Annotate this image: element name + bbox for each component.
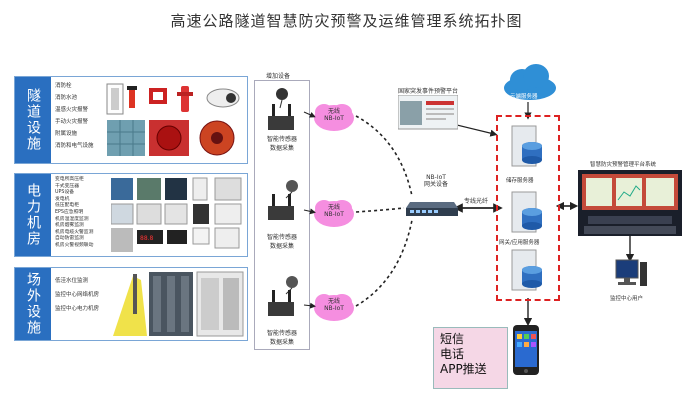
notify-app-push: APP推送 <box>440 362 487 376</box>
wireless-cloud-1: 无线 NB-IoT <box>312 100 356 134</box>
list-item: 低洼水位监测 <box>55 278 89 284</box>
cloud-server-label: 云端服务器 <box>510 94 538 100</box>
list-item: 变电所高压柜 <box>55 177 84 182</box>
sensor-device-2 <box>268 180 298 220</box>
cloud-icon <box>314 104 354 131</box>
wireless-label: 无线 NB-IoT <box>324 298 344 312</box>
list-item: 温感火灾报警 <box>55 107 89 113</box>
list-item: 机房烟雾监测 <box>55 223 84 229</box>
device-caption: 智能传感器 数据采集 <box>266 136 297 152</box>
list-item: 低压配电柜 <box>55 203 79 209</box>
category-tunnel-facilities: 隧道设施 消防栓 消防水池 温感火灾报警 手动火灾报警 附属设施 消防和电气设施 <box>14 76 248 164</box>
cloud-icon <box>314 200 354 227</box>
notify-sms: 短信 <box>440 332 465 346</box>
storage-server-label: 储存服务器 <box>506 178 534 184</box>
list-item: 机房火警视频联动 <box>55 242 94 248</box>
server-group-box <box>496 115 560 301</box>
list-item: 机房温湿度监测 <box>55 216 89 222</box>
monitor-user-label: 监控中心用户 <box>610 296 644 302</box>
list-item: UPS设备 <box>55 190 75 196</box>
list-item: EPS应急照明 <box>55 209 84 215</box>
category-label: 场外设施 <box>15 268 51 340</box>
national-platform-screen <box>398 95 458 130</box>
cloud-server-icon <box>504 64 556 100</box>
category-outside-facilities: 场外设施 低洼水位监测 监控中心网络机房 监控中心电力机房 <box>14 267 248 341</box>
wireless-cloud-2: 无线 NB-IoT <box>312 196 356 230</box>
national-platform-label: 国家突发事件预警平台 <box>398 88 459 95</box>
list-item: 消防水池 <box>55 95 78 101</box>
sensor-device-1 <box>268 88 294 130</box>
wireless-label: 无线 NB-IoT <box>324 108 344 122</box>
category-item-list: 低洼水位监测 监控中心网络机房 监控中心电力机房 <box>55 274 99 316</box>
wireless-label: 无线 NB-IoT <box>324 204 344 218</box>
tunnel-equipment-photos <box>106 83 240 156</box>
list-item: 手动火灾报警 <box>55 119 89 125</box>
list-item: 发电机 <box>55 196 70 202</box>
power-equipment-photos: 88.8 <box>111 177 242 252</box>
network-switch-icon <box>406 202 458 216</box>
list-item: 自动防雷监测 <box>55 236 84 242</box>
app-server-label: 网关/应用服务器 <box>499 240 540 246</box>
mgmt-platform-screen <box>578 170 682 236</box>
category-label: 隧道设施 <box>15 77 51 163</box>
list-item: 附属设施 <box>55 131 78 137</box>
fiber-label: 专线光纤 <box>464 198 489 205</box>
svg-text:88.8: 88.8 <box>140 235 154 242</box>
smartphone-icon <box>513 325 539 375</box>
device-caption: 智能传感器 数据采集 <box>266 234 297 250</box>
sensor-device-3 <box>268 276 298 316</box>
category-power-room: 电力机房 变电所高压柜 干式变压器 UPS设备 发电机 低压配电柜 EPS应急照… <box>14 173 248 257</box>
list-item: 干式变压器 <box>55 183 79 189</box>
list-item: 监控中心电力机房 <box>55 306 100 312</box>
list-item: 机房电缆火警监测 <box>55 229 94 235</box>
category-label: 电力机房 <box>15 174 51 256</box>
category-item-list: 消防栓 消防水池 温感火灾报警 手动火灾报警 附属设施 消防和电气设施 <box>55 80 94 152</box>
notify-phone: 电话 <box>440 347 465 361</box>
list-item: 监控中心网络机房 <box>55 292 100 298</box>
computer-icon <box>615 259 647 286</box>
wireless-cloud-3: 无线 NB-IoT <box>312 290 356 324</box>
storage-server-icon <box>511 125 542 167</box>
page-title: 高速公路隧道智慧防灾预警及运维管理系统拓扑图 <box>170 12 523 30</box>
app-server-icon-1 <box>511 191 542 233</box>
gateway-label: NB-IoT 网关设备 <box>423 174 448 188</box>
device-caption: 智能传感器 数据采集 <box>266 330 297 346</box>
devices-header: 增加设备 <box>266 73 291 80</box>
cloud-icon <box>314 294 354 321</box>
notification-methods-box: 短信 电话 APP推送 <box>433 327 508 389</box>
category-item-list: 变电所高压柜 干式变压器 UPS设备 发电机 低压配电柜 EPS应急照明 机房温… <box>55 177 93 250</box>
outside-equipment-photos <box>113 271 244 337</box>
mgmt-platform-label: 智慧防灾预警管理平台系统 <box>590 162 657 168</box>
devices-panel <box>254 80 310 350</box>
list-item: 消防和电气设施 <box>55 143 94 149</box>
app-server-icon-2 <box>511 249 542 291</box>
list-item: 消防栓 <box>55 83 72 89</box>
